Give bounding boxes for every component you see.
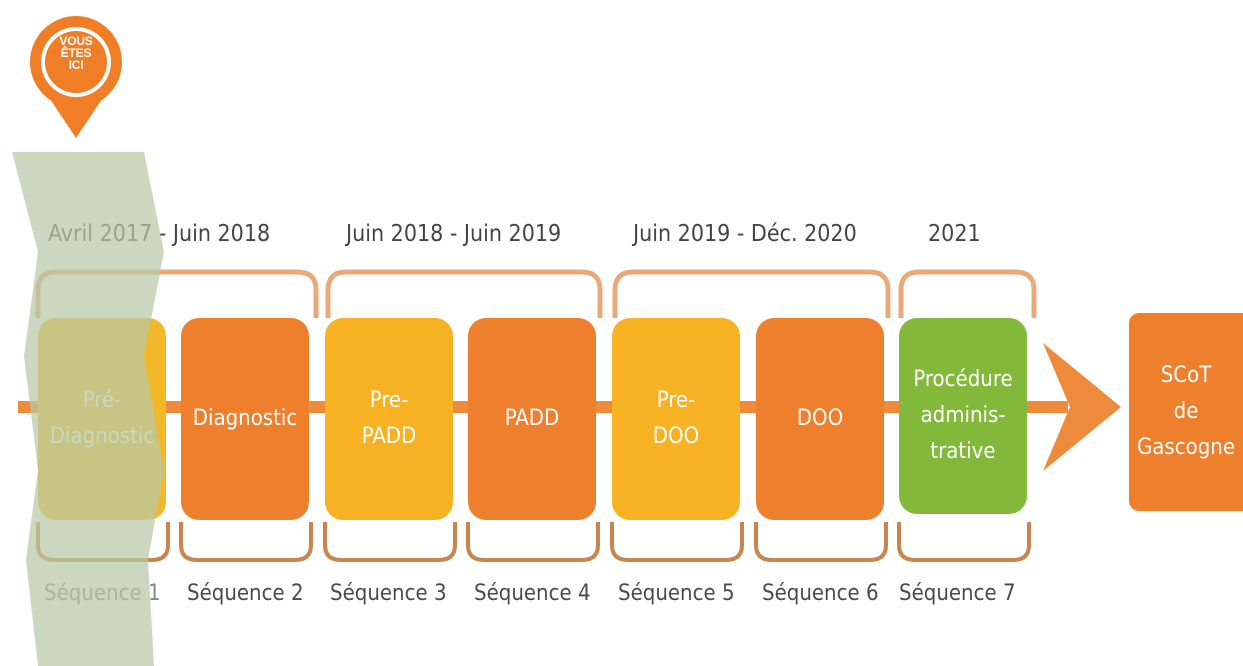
period-bracket-3: [612, 269, 891, 318]
step-box-padd: PADD: [468, 318, 596, 520]
sequence-bracket-5: [610, 522, 744, 562]
you-are-here-label: VOUS ÊTES ICI: [44, 35, 108, 71]
step-label-line: Pré-: [82, 388, 122, 413]
final-label-line: de: [1173, 399, 1199, 424]
step-label-line: trative: [930, 439, 996, 464]
final-label-line: SCoT: [1160, 363, 1212, 388]
step-label-line: PADD: [361, 424, 417, 449]
period-bracket-4: [898, 269, 1037, 318]
pin-text-line: ICI: [68, 58, 84, 72]
step-box-pre-diagnostic: Pré- Diagnostic: [38, 318, 166, 520]
pin-text-line: ÊTES: [60, 46, 92, 60]
period-label-3: Juin 2019 - Déc. 2020: [633, 221, 857, 247]
sequence-bracket-2: [179, 522, 313, 562]
step-label-line: Pre-: [656, 388, 696, 413]
sequence-bracket-7: [897, 522, 1031, 562]
sequence-bracket-1: [36, 522, 170, 562]
sequence-bracket-3: [323, 522, 457, 562]
sequence-label-7: Séquence 7: [899, 580, 1016, 606]
sequence-bracket-6: [754, 522, 888, 562]
period-bracket-2: [325, 269, 603, 318]
step-label-line: adminis-: [920, 403, 1006, 428]
step-label-line: DOO: [796, 406, 844, 431]
step-label-line: Diagnostic: [192, 406, 298, 431]
final-outcome-box: SCoT de Gascogne: [1129, 313, 1243, 511]
step-box-procedure-administrative: Procédure adminis- trative: [899, 318, 1027, 514]
location-pin-icon: [30, 16, 122, 138]
period-label-4: 2021: [928, 221, 981, 247]
step-box-doo: DOO: [756, 318, 884, 520]
step-label-line: DOO: [652, 424, 700, 449]
sequence-label-6: Séquence 6: [762, 580, 879, 606]
sequence-bracket-4: [466, 522, 600, 562]
sequence-label-5: Séquence 5: [618, 580, 735, 606]
step-box-pre-doo: Pre- DOO: [612, 318, 740, 520]
timeline-arrowhead: [1043, 343, 1121, 471]
step-box-diagnostic: Diagnostic: [181, 318, 309, 520]
pin-text-line: VOUS: [59, 34, 93, 48]
period-bracket-1: [35, 269, 319, 318]
sequence-label-1: Séquence 1: [44, 580, 161, 606]
sequence-label-2: Séquence 2: [187, 580, 304, 606]
sequence-label-3: Séquence 3: [330, 580, 447, 606]
period-label-2: Juin 2018 - Juin 2019: [346, 221, 562, 247]
period-label-1: Avril 2017 - Juin 2018: [48, 221, 271, 247]
final-label-line: Gascogne: [1136, 435, 1236, 460]
step-label-line: PADD: [504, 406, 560, 431]
step-label-line: Diagnostic: [49, 424, 155, 449]
step-label-line: Procédure: [913, 367, 1013, 392]
step-label-line: Pre-: [369, 388, 409, 413]
step-box-pre-padd: Pre- PADD: [325, 318, 453, 520]
sequence-label-4: Séquence 4: [474, 580, 591, 606]
